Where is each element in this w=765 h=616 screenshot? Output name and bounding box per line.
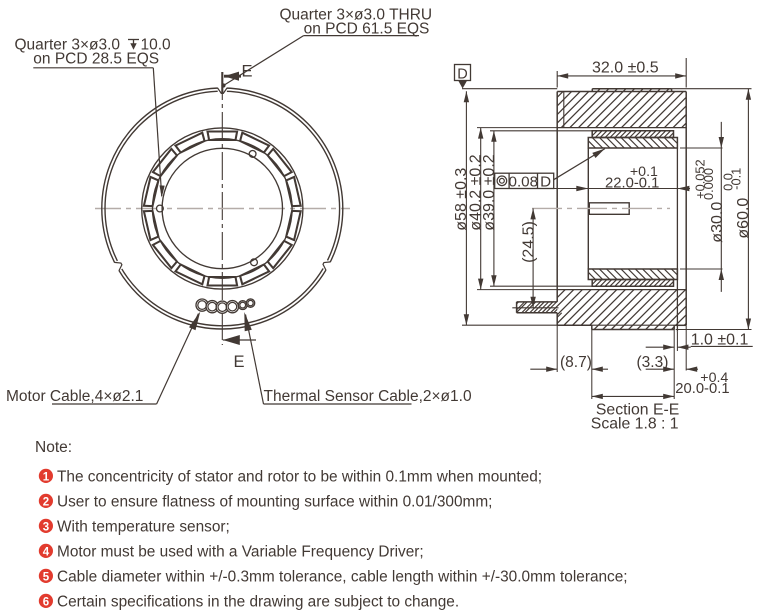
svg-text:D: D <box>540 173 551 190</box>
svg-text:E: E <box>234 353 245 371</box>
svg-text:ø39.0 ±0.2: ø39.0 ±0.2 <box>481 154 498 230</box>
svg-text:Scale 1.8 : 1: Scale 1.8 : 1 <box>591 416 679 433</box>
svg-text:32.0 ±0.5: 32.0 ±0.5 <box>592 59 659 76</box>
svg-text:ø58 ±0.3: ø58 ±0.3 <box>453 168 470 231</box>
svg-text:Motor must be used with a Vari: Motor must be used with a Variable Frequ… <box>57 543 424 560</box>
svg-text:on PCD 61.5 EQS: on PCD 61.5 EQS <box>304 21 430 38</box>
svg-text:With temperature sensor;: With temperature sensor; <box>57 518 230 535</box>
svg-text:(24.5): (24.5) <box>520 221 537 263</box>
svg-text:D: D <box>457 67 467 83</box>
svg-text:Cable diameter within +/-0.3mm: Cable diameter within +/-0.3mm tolerance… <box>57 568 628 585</box>
svg-text:10.0: 10.0 <box>141 37 172 54</box>
svg-text:Certain specifications in the: Certain specifications in the drawing ar… <box>57 593 459 610</box>
svg-text:ø60.0: ø60.0 <box>735 198 752 239</box>
svg-text:User to ensure flatness of mou: User to ensure flatness of mounting surf… <box>57 493 492 510</box>
svg-text:20.0-0.1: 20.0-0.1 <box>675 381 729 397</box>
svg-text:Thermal Sensor Cable,2×ø1.0: Thermal Sensor Cable,2×ø1.0 <box>264 388 472 405</box>
svg-text:6: 6 <box>43 596 49 608</box>
svg-text:Quarter 3×ø3.0 THRU: Quarter 3×ø3.0 THRU <box>280 7 433 24</box>
svg-text:0.0: 0.0 <box>721 173 736 191</box>
svg-text:ø30.0: ø30.0 <box>709 202 726 243</box>
svg-text:+0.052: +0.052 <box>693 159 708 199</box>
svg-text:4: 4 <box>43 546 50 558</box>
svg-text:2: 2 <box>43 496 49 508</box>
svg-text:on PCD 28.5 EQS: on PCD 28.5 EQS <box>33 51 159 68</box>
svg-text:+0.4: +0.4 <box>700 370 728 386</box>
svg-text:Note:: Note: <box>35 439 72 456</box>
svg-text:Motor Cable,4×ø2.1: Motor Cable,4×ø2.1 <box>6 388 143 405</box>
svg-text:(8.7): (8.7) <box>560 354 592 371</box>
svg-text:The concentricity of stator an: The concentricity of stator and rotor to… <box>57 468 542 485</box>
svg-text:22.0-0.1: 22.0-0.1 <box>605 175 659 191</box>
svg-text:1.0 ±0.1: 1.0 ±0.1 <box>691 332 749 349</box>
svg-text:Section E-E: Section E-E <box>596 402 679 419</box>
svg-text:Quarter 3×ø3.0: Quarter 3×ø3.0 <box>15 37 121 54</box>
svg-text:+0.1: +0.1 <box>630 164 658 180</box>
svg-text:1: 1 <box>43 471 50 483</box>
svg-text:0.08: 0.08 <box>509 173 539 190</box>
svg-text:-0.1: -0.1 <box>729 168 744 190</box>
svg-text:3: 3 <box>43 521 49 533</box>
svg-text:(3.3): (3.3) <box>637 354 669 371</box>
svg-text:0.000: 0.000 <box>701 168 716 200</box>
svg-text:ø40.2 ±0.2: ø40.2 ±0.2 <box>468 154 485 230</box>
svg-text:5: 5 <box>43 571 50 583</box>
